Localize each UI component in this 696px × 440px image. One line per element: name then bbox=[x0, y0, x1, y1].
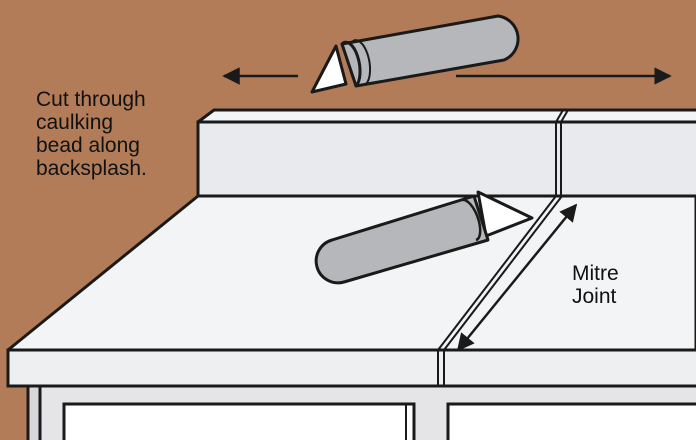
caulk-instruction-line: backsplash. bbox=[36, 157, 147, 180]
mitre-joint-arrow-icon bbox=[456, 203, 578, 352]
caulk-instruction-line: Cut through bbox=[36, 88, 146, 111]
backsplash-front bbox=[196, 120, 696, 198]
knife-collar-top-inner bbox=[351, 39, 372, 85]
caulk-instruction-line: caulking bbox=[36, 111, 114, 134]
knife-blade-bottom bbox=[476, 190, 534, 238]
cabinet-door-right bbox=[446, 402, 696, 440]
knife-collar-top bbox=[340, 40, 362, 88]
cabinet-base bbox=[26, 384, 696, 440]
cabinet-left-side bbox=[26, 384, 42, 440]
caulk-instruction-line: bead along bbox=[36, 134, 140, 157]
cabinet-door-left bbox=[62, 402, 416, 440]
utility-knife-icon bbox=[310, 14, 520, 94]
caulk-instruction-label: Cut through caulking bead along backspla… bbox=[36, 88, 147, 180]
utility-knife-icon bbox=[314, 190, 534, 285]
knife-blade-top bbox=[310, 44, 348, 94]
backsplash-top bbox=[196, 108, 696, 124]
mitre-joint-line: Joint bbox=[572, 285, 617, 308]
countertop-front-edge bbox=[6, 348, 696, 388]
knife-handle-bottom bbox=[314, 194, 490, 285]
knife-collar-bottom bbox=[461, 198, 482, 242]
mitre-joint-label: Mitre Joint bbox=[572, 262, 619, 308]
knife-handle-top bbox=[340, 14, 520, 88]
mitre-joint-line: Mitre bbox=[572, 262, 619, 285]
